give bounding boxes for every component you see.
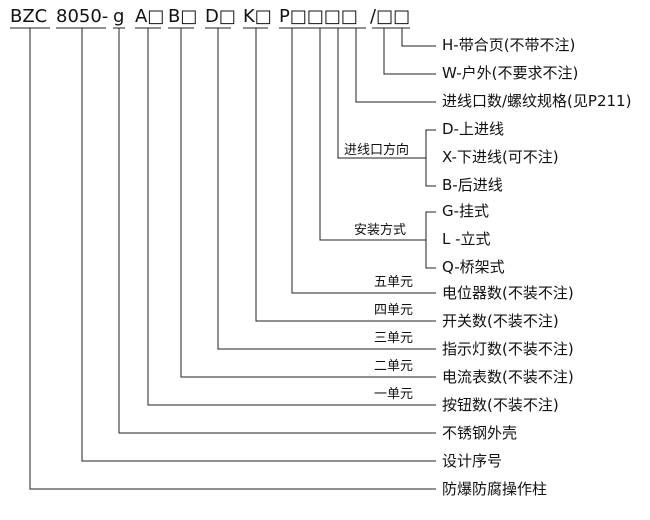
item-q: Q-桥架式 <box>442 258 505 276</box>
item-w: W-户外(不要求不注) <box>442 64 579 82</box>
item-steel: 不锈钢外壳 <box>442 424 518 442</box>
code-d: D□ <box>205 6 236 27</box>
leader-g <box>118 28 436 434</box>
item-b: B-后进线 <box>442 176 503 194</box>
item-column: 防爆防腐操作柱 <box>442 480 548 498</box>
code-b: B□ <box>168 6 198 27</box>
group-label-inlet: 进线口方向 <box>344 143 410 158</box>
code-a: A□ <box>135 6 165 27</box>
unit-label-2: 二单元 <box>374 359 414 374</box>
item-thread: 进线口数/螺纹规格(见P211) <box>442 92 632 110</box>
item-h: H-带合页(不带不注) <box>442 36 576 54</box>
item-pot: 电位器数(不装不注) <box>442 284 574 302</box>
item-d: D-上进线 <box>442 120 504 138</box>
leader-mount <box>319 28 426 241</box>
unit-label-3: 三单元 <box>374 331 414 346</box>
code-k: K□ <box>243 6 272 27</box>
item-design: 设计序号 <box>442 452 503 470</box>
code-bzc: BZC <box>10 6 48 27</box>
leader-w <box>383 28 436 75</box>
leader-d <box>217 28 436 350</box>
unit-label-5: 五单元 <box>374 275 414 290</box>
item-x: X-下进线(可不注) <box>442 148 559 166</box>
code-suffix: /□□ <box>370 6 411 27</box>
leader-inlet <box>337 28 426 159</box>
leader-a <box>147 28 436 406</box>
code-g: g <box>113 6 125 27</box>
item-g: G-挂式 <box>442 202 490 220</box>
group-label-mount: 安装方式 <box>354 223 407 238</box>
code-p: P□□□□ <box>279 6 358 27</box>
leader-p <box>291 28 436 294</box>
leader-k <box>255 28 436 322</box>
item-l: L -立式 <box>442 230 491 248</box>
item-lamp: 指示灯数(不装不注) <box>442 340 574 358</box>
item-button: 按钮数(不装不注) <box>442 396 559 414</box>
unit-label-4: 四单元 <box>374 303 414 318</box>
leader-h <box>401 28 436 47</box>
leader-thread <box>355 28 436 103</box>
item-switch: 开关数(不装不注) <box>442 312 559 330</box>
item-meter: 电流表数(不装不注) <box>442 368 574 386</box>
bracket-mount <box>425 211 436 269</box>
leader-bzc <box>29 28 436 490</box>
unit-label-1: 一单元 <box>374 387 414 402</box>
code-8050: 8050- <box>56 6 109 27</box>
leader-8050 <box>81 28 436 462</box>
bracket-inlet <box>425 129 436 187</box>
leader-b <box>180 28 436 378</box>
